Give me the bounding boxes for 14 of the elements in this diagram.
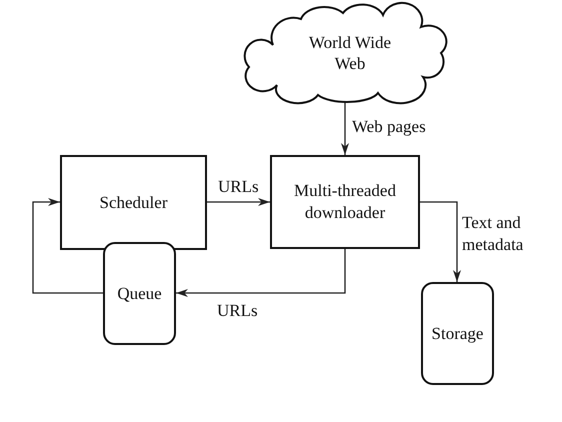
node-label: World Wide Web xyxy=(308,32,392,74)
arrow xyxy=(341,102,349,155)
process-box xyxy=(270,155,420,249)
arrow xyxy=(176,249,346,297)
node-label: Queue xyxy=(117,282,162,304)
node-label: Scheduler xyxy=(100,192,168,214)
arrow xyxy=(420,201,461,282)
process-box xyxy=(60,155,207,250)
rounded-box xyxy=(103,242,176,345)
node-label: Storage xyxy=(432,322,484,344)
arrow xyxy=(207,198,270,206)
arrow xyxy=(32,198,103,294)
rounded-box xyxy=(421,282,494,385)
node-label: Multi-threaded downloader xyxy=(293,180,397,224)
